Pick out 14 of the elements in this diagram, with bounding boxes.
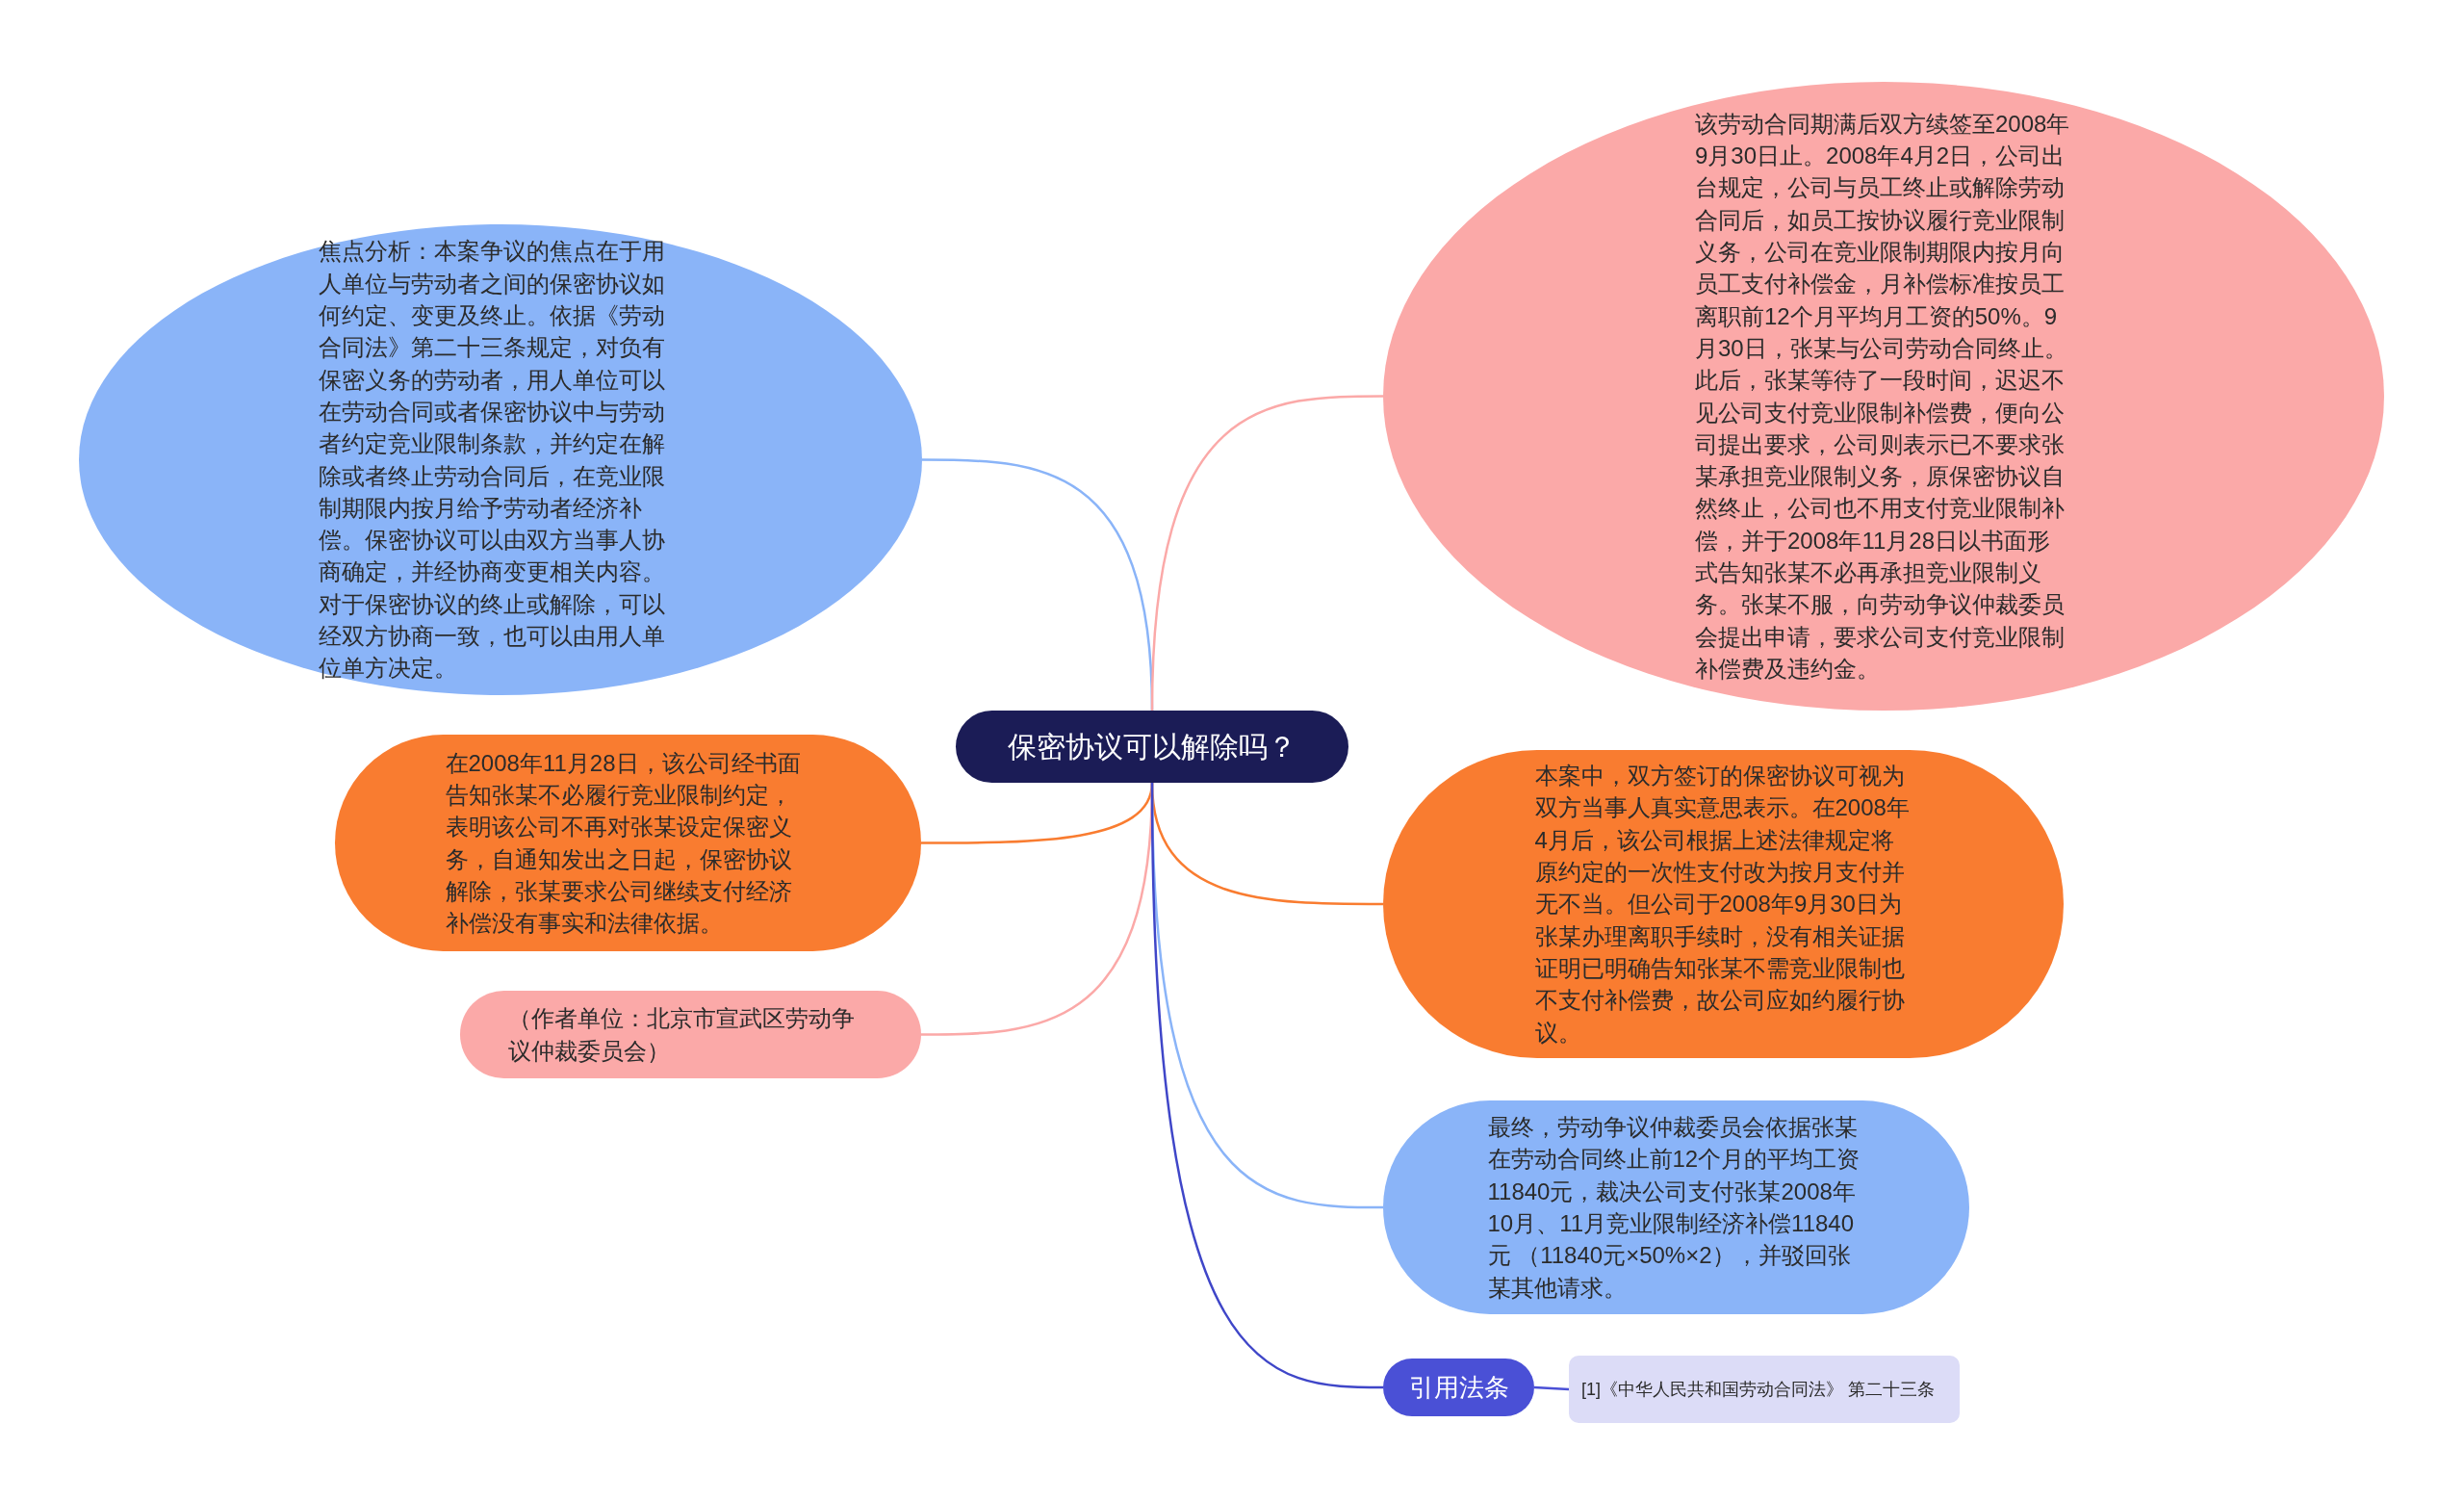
topic-text: 最终，劳动争议仲裁委员会依据张某在劳动合同终止前12个月的平均工资11840元，裁决公司支付张某2008年10月、11月竞业限制经济补偿11840元 （11840元×50%×2），并驳回张某其他请求。 (1487, 1113, 1861, 1303)
citation-box (1569, 1356, 1960, 1423)
topic-text: [1]《中华人民共和国劳动合同法》 第二十三条 (1581, 1379, 1936, 1400)
topic-text: 在2008年11月28日，该公司经书面告知张某不必履行竞业限制约定，表明该公司不再对张某设定保密义务，自通知发出之日起，保密协议解除，张某要求公司继续支付经济补偿没有事实和法律依据。 (445, 748, 802, 939)
topic-text: 焦点分析：本案争议的焦点在于用人单位与劳动者之间的保密协议如何约定、变更及终止。依据《劳动合同法》第二十三条规定，对负有保密义务的劳动者，用人单位可以在劳动合同或者保密协议中与劳动者约定竞业限制条款，并约定在解除或者终止劳动合同后，在竞业限制期限内按月给予劳动者经济补偿。保密协议可以由双方当事人协商确定，并经协商变更相关内容。对于保密协议的终止或解除，可以经双方协商一致，也可以由用人单位单方决定。 (319, 237, 666, 684)
connector-line (1533, 1385, 1570, 1391)
topic-text: 本案中，双方签订的保密协议可视为双方当事人真实意思表示。在2008年4月后，该公司根据上述法律规定将原约定的一次性支付改为按月支付并无不当。但公司于2008年9月30日为张某办理离职手续时，没有相关证据证明已明确告知张某不需竞业限制也不支付补偿费，故公司应如约履行协议。 (1534, 762, 1911, 1048)
topic-text: 引用法条 (1407, 1372, 1510, 1404)
topic-text: 保密协议可以解除吗？ (1007, 729, 1297, 764)
topic-text: （作者单位：北京市宣武区劳动争议仲裁委员会） (507, 1004, 856, 1066)
connector-line (1150, 782, 1383, 1389)
topic-text: 该劳动合同期满后双方续签至2008年9月30日止。2008年4月2日，公司出台规定，公司与员工终止或解除劳动合同后，如员工按协议履行竞业限制义务，公司在竞业限制期限内按月向员工支付补偿金，月补偿标准按员工离职前12个月平均月工资的50%。9月30日，张某与公司劳动合同终止。此后，张某等待了一段时间，迟迟不见公司支付竞业限制补偿费，便向公司提出要求，公司则表示已不要求张某承担竞业限制义务，原保密协议自然终止，公司也不用支付竞业限制补偿，并于2008年11月28日以书面形式告知张某不必再承担竞业限制义务。张某不服，向劳动争议仲裁委员会提出申请，要求公司支付竞业限制补偿费及违约金。 (1695, 109, 2071, 684)
connector-line (1150, 395, 1383, 712)
subtopic-pill (1383, 1359, 1534, 1416)
